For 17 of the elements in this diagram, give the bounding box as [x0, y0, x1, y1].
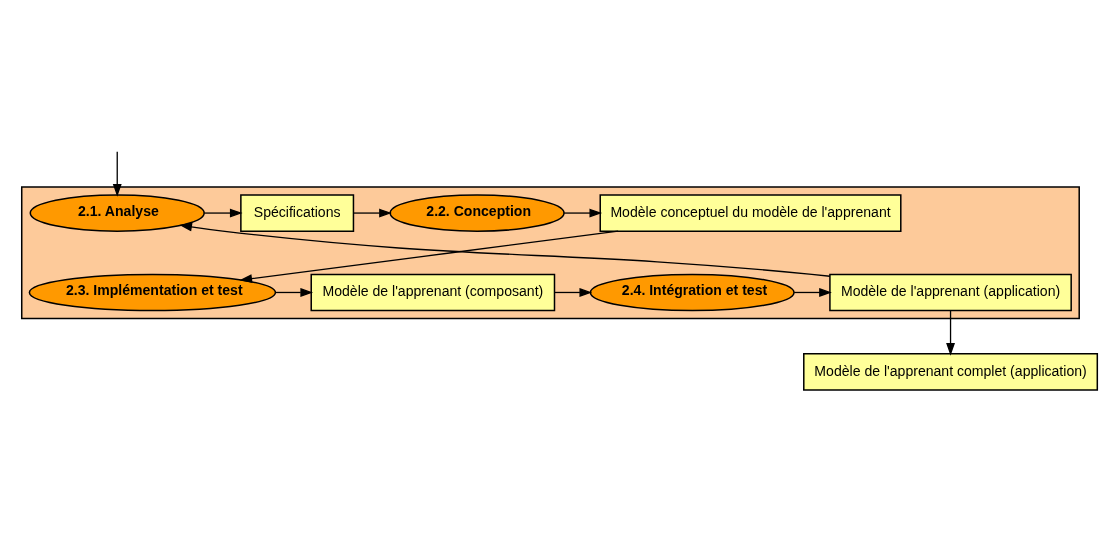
- arrow: [563, 208, 603, 217]
- arrow: [112, 150, 122, 197]
- node-box: Spécifications: [240, 193, 355, 232]
- node-box: Modèle de l'apprenant complet (application): [803, 352, 1099, 391]
- node-ellipse: 2.4. Intégration et test: [589, 273, 795, 311]
- arrow: [946, 309, 955, 356]
- arrow: [274, 287, 314, 297]
- arrow: [203, 208, 243, 217]
- node-ellipse: 2.2. Conception: [389, 193, 565, 232]
- arrow: [554, 287, 593, 297]
- arrow: [793, 287, 832, 297]
- arrow: [179, 222, 831, 277]
- arrow: [239, 230, 619, 283]
- arrow: [353, 208, 392, 217]
- node-box: Modèle conceptuel du modèle de l'apprenant: [599, 193, 902, 232]
- node-box: Modèle de l'apprenant (composant): [310, 273, 556, 311]
- node-box: Modèle de l'apprenant (application): [829, 273, 1072, 311]
